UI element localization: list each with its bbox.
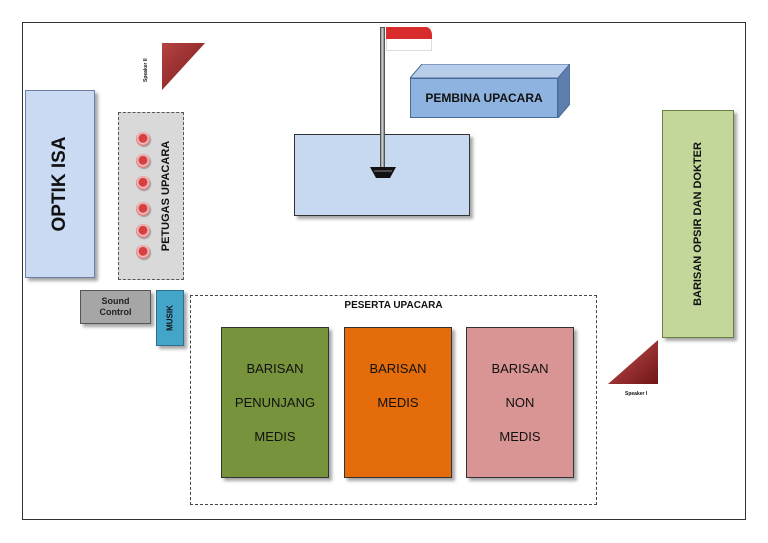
barisan-medis-block: BARISAN MEDIS xyxy=(344,327,452,478)
speaker-1-label: Speaker I xyxy=(625,391,648,397)
petugas-marker xyxy=(136,224,150,238)
sound-control-block: Sound Control xyxy=(80,290,151,324)
barisan-line: MEDIS xyxy=(499,428,541,444)
speaker-2-icon xyxy=(162,43,205,90)
barisan-non-medis-block: BARISAN NON MEDIS xyxy=(466,327,574,478)
barisan-line: BARISAN xyxy=(491,360,549,376)
musik-block: MUSIK xyxy=(156,290,184,346)
barisan-opsir-dokter-label: BARISAN OPSIR DAN DOKTER xyxy=(692,142,704,306)
flagpole-base-icon xyxy=(370,167,396,178)
sound-control-label: Sound Control xyxy=(99,296,132,317)
barisan-opsir-dokter-block: BARISAN OPSIR DAN DOKTER xyxy=(662,110,734,338)
speaker-1-icon xyxy=(608,340,658,384)
petugas-upacara-area: PETUGAS UPACARA xyxy=(118,112,184,280)
musik-label: MUSIK xyxy=(165,305,175,331)
peserta-upacara-area: PESERTA UPACARA xyxy=(190,295,597,505)
barisan-line: BARISAN xyxy=(369,360,427,376)
peserta-upacara-label: PESERTA UPACARA xyxy=(344,300,443,311)
flag-red-stripe xyxy=(386,27,432,39)
pembina-upacara-label: PEMBINA UPACARA xyxy=(425,91,543,105)
podium-top-face xyxy=(410,64,570,78)
barisan-line: MEDIS xyxy=(254,428,296,444)
barisan-line: NON xyxy=(505,394,535,410)
petugas-marker xyxy=(136,132,150,146)
barisan-line: MEDIS xyxy=(377,394,419,410)
barisan-line: PENUNJANG xyxy=(234,394,316,410)
speaker-2-label: Speaker II xyxy=(143,58,149,82)
pembina-upacara-podium: PEMBINA UPACARA xyxy=(410,78,558,118)
flagpole xyxy=(380,27,385,170)
petugas-marker xyxy=(136,176,150,190)
ceremony-layout-frame xyxy=(22,22,746,520)
petugas-marker xyxy=(136,154,150,168)
petugas-marker xyxy=(136,245,150,259)
optik-isa-label: OPTIK ISA xyxy=(49,136,70,232)
flag-white-stripe xyxy=(386,39,432,51)
optik-isa-block: OPTIK ISA xyxy=(25,90,95,278)
barisan-penunjang-medis-block: BARISAN PENUNJANG MEDIS xyxy=(221,327,329,478)
barisan-line: BARISAN xyxy=(246,360,304,376)
petugas-marker xyxy=(136,202,150,216)
petugas-upacara-label: PETUGAS UPACARA xyxy=(160,140,172,252)
podium-side-face xyxy=(558,64,570,118)
